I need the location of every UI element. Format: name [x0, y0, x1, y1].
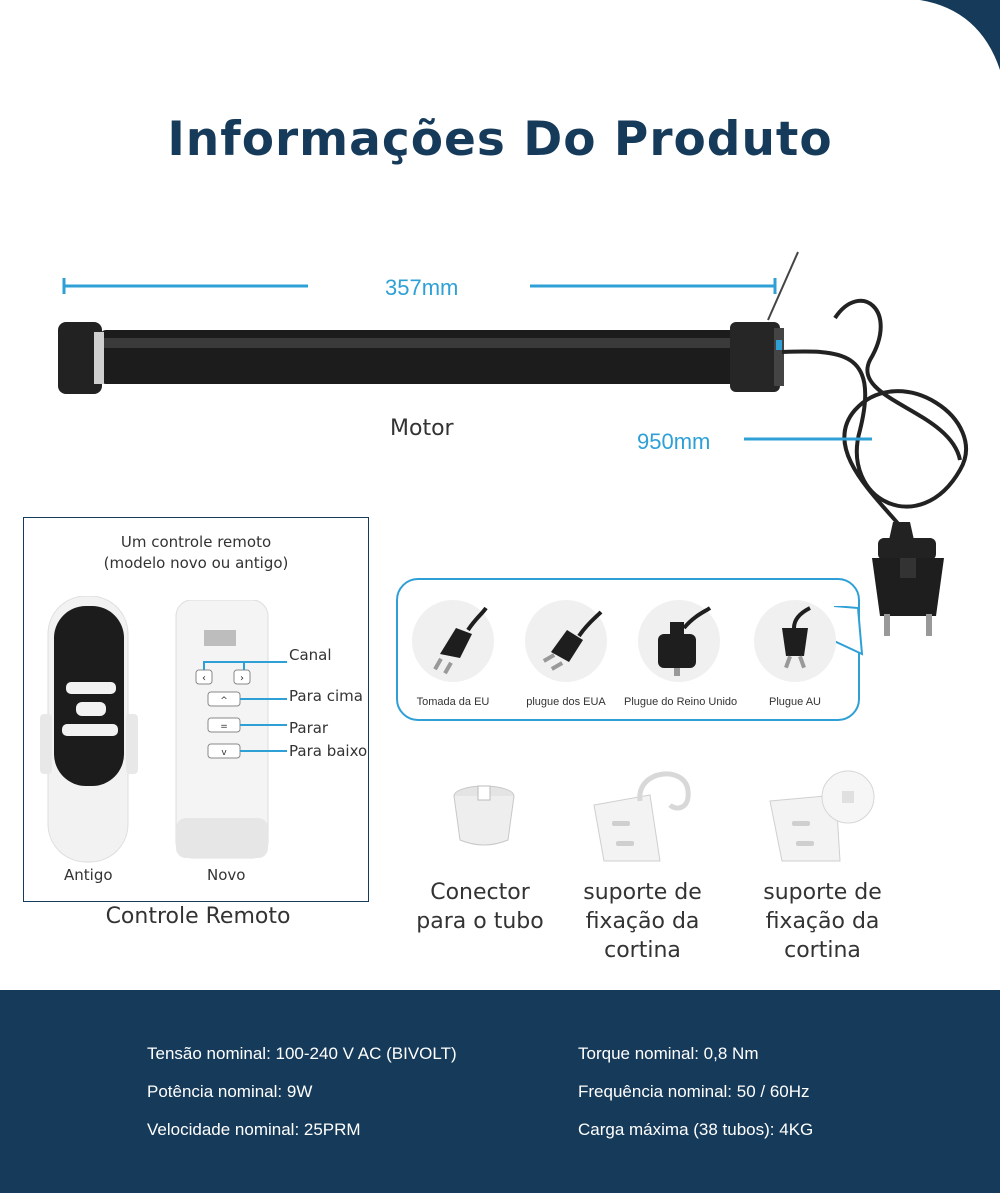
plug-option-au: Plugue AU: [740, 600, 850, 708]
curtain-bracket-icon: [769, 770, 875, 862]
length-dimension-line: [62, 278, 777, 294]
plug-label: Tomada da EU: [416, 696, 490, 708]
motor-tube: [58, 322, 784, 394]
curtain-bracket-label: suporte de fixação da cortina: [583, 880, 702, 963]
specifications-panel: Tensão nominal: 100-240 V AC (BIVOLT) Po…: [0, 990, 1000, 1193]
remote-control-panel: Um controle remoto (modelo novo ou antig…: [23, 517, 369, 902]
bubble-tail: [832, 606, 864, 656]
plug-label: Plugue AU: [769, 696, 821, 708]
channel-callout: Canal: [289, 646, 332, 664]
tube-connector-icon: [453, 785, 515, 846]
down-callout: Para baixo: [289, 742, 368, 760]
svg-text:›: ›: [240, 673, 244, 684]
spec-rated-speed: Velocidade nominal: 25PRM: [147, 1120, 361, 1139]
tube-connector-label: Conector para o tubo: [416, 880, 544, 934]
plug-label: plugue dos EUA: [526, 696, 606, 708]
plug-option-eu: Tomada da EU: [398, 600, 508, 708]
old-remote-label: Antigo: [64, 866, 113, 884]
remote-title: Um controle remoto (modelo novo ou antig…: [103, 533, 289, 572]
plug-option-uk: Plugue do Reino Unido: [624, 600, 738, 708]
old-remote-icon: [40, 596, 138, 863]
motor-illustration: [0, 240, 1000, 660]
svg-text:^: ^: [220, 696, 228, 706]
motor-label: Motor: [390, 416, 454, 441]
plug-option-us: plugue dos EUA: [511, 600, 621, 708]
remote-callout-lines: [203, 661, 287, 752]
us-plug-icon: [525, 600, 607, 682]
au-plug-icon: [754, 600, 836, 682]
spec-rated-voltage: Tensão nominal: 100-240 V AC (BIVOLT): [147, 1044, 457, 1063]
cable-length-label: 950mm: [637, 429, 711, 454]
curtain-bracket-icon: [593, 771, 691, 862]
corner-decoration: [880, 0, 1000, 90]
spec-rated-frequency: Frequência nominal: 50 / 60Hz: [578, 1082, 810, 1101]
new-remote-label: Novo: [207, 866, 246, 884]
remote-caption: Controle Remoto: [105, 904, 291, 929]
svg-text:v: v: [221, 748, 227, 758]
motor-length-label: 357mm: [385, 275, 459, 300]
stop-callout: Parar: [289, 719, 329, 737]
spec-rated-torque: Torque nominal: 0,8 Nm: [578, 1044, 759, 1063]
svg-text:=: =: [220, 722, 228, 732]
spec-max-load: Carga máxima (38 tubos): 4KG: [578, 1120, 814, 1139]
curtain-bracket-label: suporte de fixação da cortina: [763, 880, 882, 963]
uk-plug-icon: [638, 600, 720, 682]
plug-options-bubble: Tomada da EU plugue dos EUA Plugue do Re…: [396, 578, 864, 721]
up-callout: Para cima: [289, 687, 363, 705]
svg-text:‹: ‹: [202, 673, 206, 684]
page-title: Informações Do Produto: [167, 112, 833, 167]
power-cable: [781, 349, 968, 534]
eu-plug-illustration: [872, 522, 944, 636]
plug-label: Plugue do Reino Unido: [624, 696, 738, 708]
spec-rated-power: Potência nominal: 9W: [147, 1082, 313, 1101]
eu-plug-icon: [412, 600, 494, 682]
